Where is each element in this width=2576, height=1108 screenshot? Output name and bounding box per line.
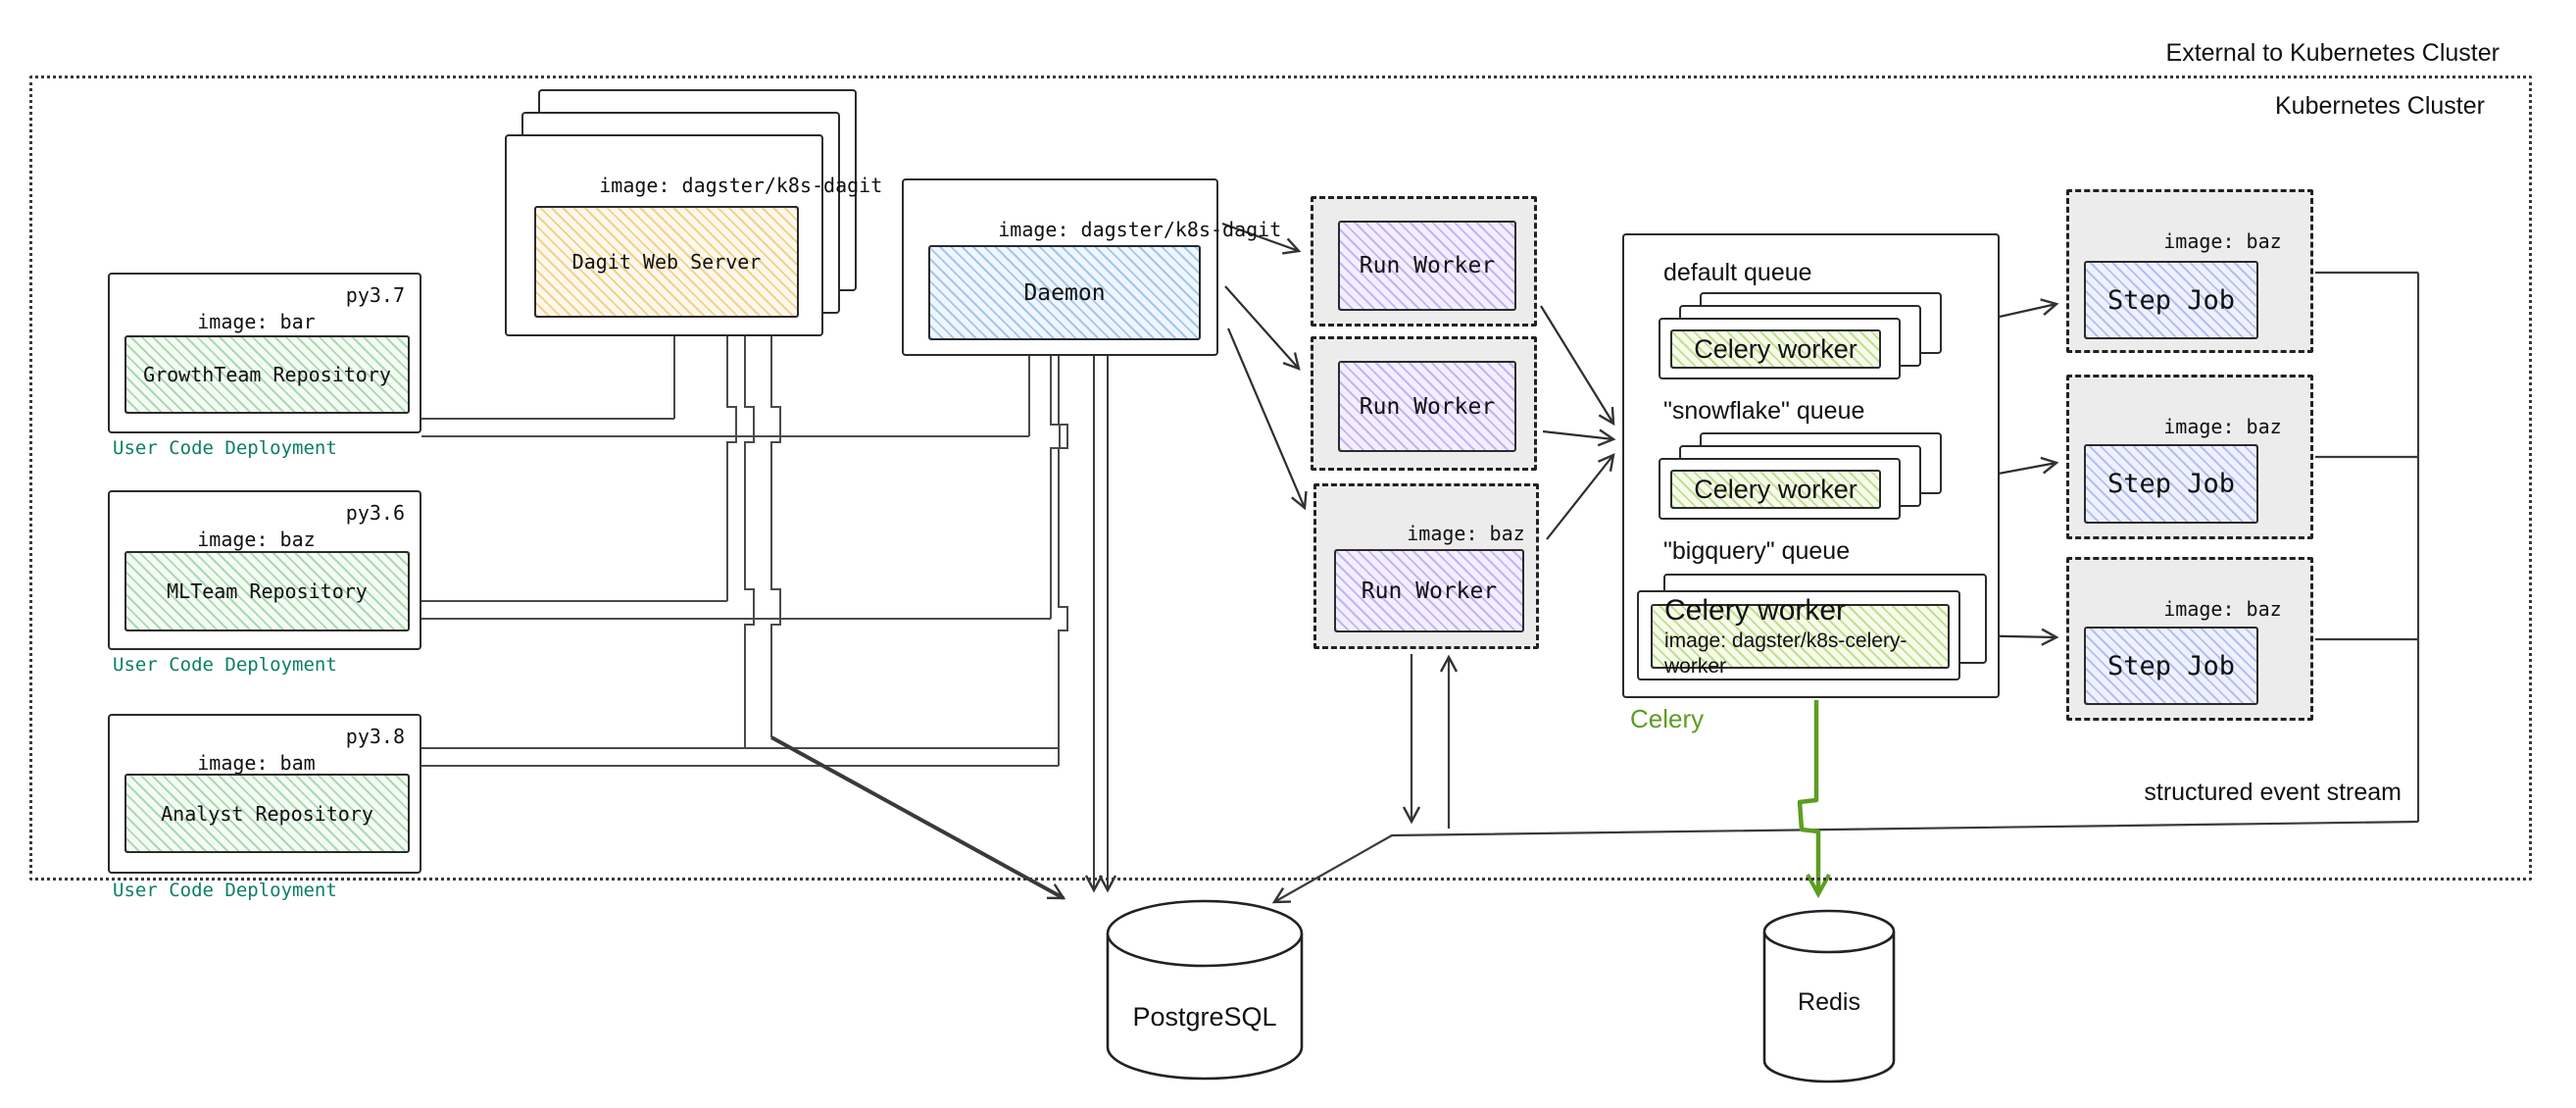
user-code-deployment-caption: User Code Deployment	[113, 437, 337, 459]
daemon-to-runworker-arrows	[1221, 222, 1308, 511]
snowflake-queue-label: "snowflake" queue	[1663, 397, 1865, 425]
analyst-repository-box: Analyst Repository	[124, 774, 410, 853]
repo-image-text: image: bar	[197, 310, 316, 333]
celery-worker-card-snowflake: Celery worker	[1659, 458, 1901, 520]
user-code-deployment-caption: User Code Deployment	[113, 654, 337, 676]
run-worker-box: Run Worker	[1338, 361, 1516, 452]
growthteam-repository-box: GrowthTeam Repository	[124, 335, 410, 414]
step-job-box: Step Job	[2084, 261, 2258, 339]
step-job-image-text: image: baz	[2163, 229, 2282, 253]
grpc-wires	[421, 336, 1068, 767]
run-worker-pod-1: Run Worker	[1311, 196, 1537, 327]
celery-worker-box: Celery worker	[1670, 329, 1881, 369]
run-worker-box: Run Worker	[1338, 221, 1516, 311]
celery-to-redis-arrow	[1797, 700, 1831, 899]
postgres-cylinder	[1106, 899, 1304, 1081]
repo-python-version: py3.6	[345, 501, 405, 525]
postgres-wires	[1084, 356, 1117, 893]
dagit-web-server-card: image: dagster/k8s-dagit tag: 0.11.0 Dag…	[505, 134, 882, 336]
step-job-box: Step Job	[2084, 444, 2258, 524]
step-job-pod-3: image: baz tag: 6 Step Job	[2066, 557, 2313, 721]
kubernetes-cluster-label: Kubernetes Cluster	[2274, 92, 2485, 120]
daemon-card: image: dagster/k8s-dagit tag: 0.11.0 Dae…	[902, 178, 1281, 356]
step-job-box: Step Job	[2084, 627, 2258, 705]
postgres-label: PostgreSQL	[1132, 1002, 1277, 1032]
repo-python-version: py3.8	[345, 725, 405, 748]
run-worker-box: Run Worker	[1334, 549, 1524, 632]
celery-worker-label: Celery worker	[1664, 594, 1847, 627]
redis-cylinder	[1762, 909, 1896, 1083]
celery-worker-card-default: Celery worker	[1659, 318, 1901, 379]
daemon-box: Daemon	[928, 245, 1201, 340]
external-cluster-label: External to Kubernetes Cluster	[2165, 39, 2500, 67]
default-queue-label: default queue	[1663, 259, 1812, 286]
step-job-image-text: image: baz	[2163, 597, 2282, 621]
daemon-image-text: image: dagster/k8s-dagit	[998, 218, 1282, 241]
redis-label: Redis	[1798, 988, 1860, 1016]
step-job-pod-2: image: baz tag: 6 Step Job	[2066, 375, 2313, 539]
repo-image-text: image: baz	[197, 528, 316, 551]
runworker-to-celery-arrows	[1540, 305, 1616, 540]
repo-image-text: image: bam	[197, 751, 316, 775]
dagit-image-text: image: dagster/k8s-dagit	[599, 174, 883, 197]
run-worker-image-text: image: baz	[1407, 522, 1525, 545]
celery-worker-image-text: image: dagster/k8s-celery-worker	[1664, 630, 1907, 678]
celery-panel: default queue Celery worker "snowflake" …	[1622, 233, 2000, 698]
dagit-to-postgres-arrow	[770, 735, 1066, 900]
celery-worker-box: Celery worker image: dagster/k8s-celery-…	[1651, 594, 1950, 678]
step-job-image-text: image: baz	[2163, 415, 2282, 438]
step-job-pod-1: image: baz tag: 6 Step Job	[2066, 189, 2313, 353]
dagit-web-server-box: Dagit Web Server	[534, 206, 799, 318]
user-code-deployment-caption: User Code Deployment	[113, 880, 337, 901]
run-worker-pod-3: image: baz tag: 6 Run Worker	[1313, 483, 1539, 649]
structured-event-stream-label: structured event stream	[2144, 779, 2402, 806]
celery-worker-box: Celery worker	[1670, 470, 1881, 509]
bigquery-queue-label: "bigquery" queue	[1663, 537, 1851, 565]
celery-worker-card-bigquery: Celery worker image: dagster/k8s-celery-…	[1637, 590, 1960, 680]
celery-caption: Celery	[1630, 704, 1705, 733]
mlteam-repository-box: MLTeam Repository	[124, 551, 410, 631]
run-worker-pod-2: Run Worker	[1311, 336, 1537, 471]
kubernetes-cluster-boundary	[29, 76, 2532, 881]
repo-python-version: py3.7	[345, 283, 405, 307]
